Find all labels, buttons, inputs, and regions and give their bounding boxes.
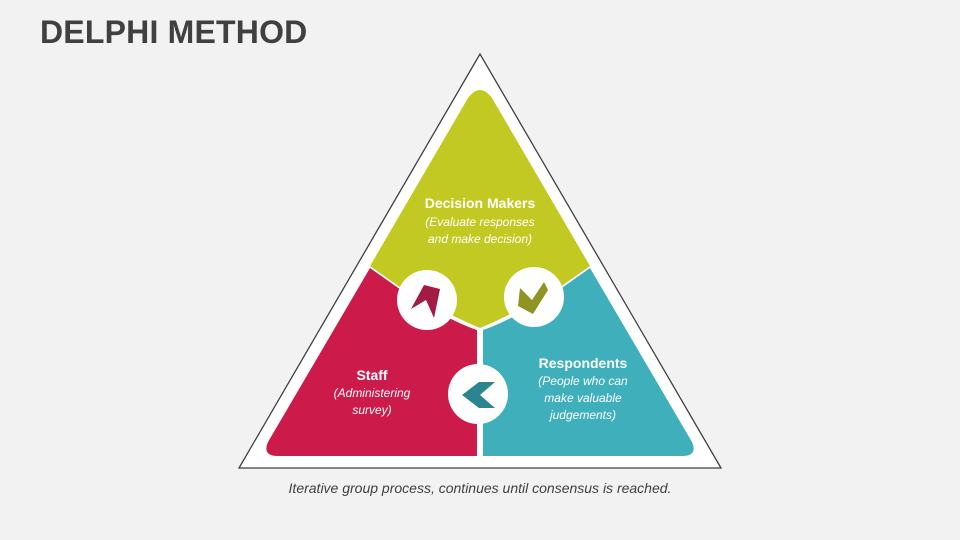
respondents-desc-line3: judgements) (548, 408, 616, 422)
arrow-circle-bottom (448, 364, 508, 424)
chevron-left-icon (462, 382, 495, 408)
page-title: DELPHI METHOD (40, 14, 308, 50)
staff-desc-line2: survey) (352, 403, 391, 417)
respondents-desc-line1: (People who can (538, 374, 628, 388)
arrow-circle-top-right (504, 267, 564, 327)
staff-desc-line1: (Administering (334, 386, 411, 400)
decision-makers-desc-line1: (Evaluate responses (425, 215, 534, 229)
respondents-heading: Respondents (539, 355, 628, 371)
respondents-desc-line2: make valuable (544, 391, 622, 405)
decision-makers-desc-line2: and make decision) (428, 232, 532, 246)
caption: Iterative group process, continues until… (288, 480, 672, 496)
arrow-down-icon (518, 282, 548, 314)
arrow-circle-top-left (397, 270, 457, 330)
decision-makers-heading: Decision Makers (425, 195, 536, 211)
staff-heading: Staff (356, 367, 387, 383)
arrow-up-right-icon (411, 285, 440, 318)
